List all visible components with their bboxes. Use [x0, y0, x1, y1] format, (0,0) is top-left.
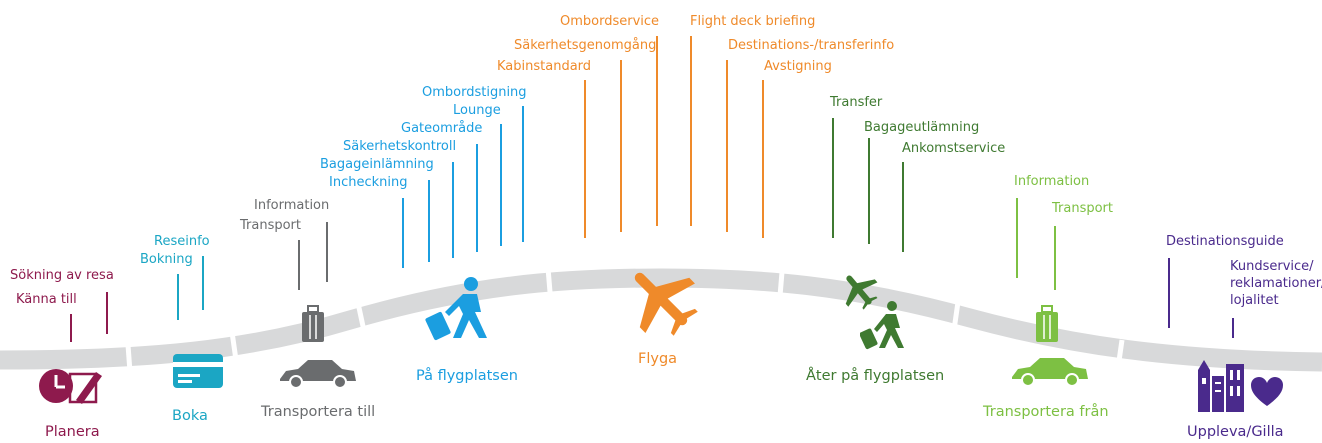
- label-reseinfo: Reseinfo: [154, 234, 210, 249]
- label-avstigning: Avstigning: [764, 59, 832, 74]
- connector-line: [726, 60, 728, 232]
- connector-line: [690, 36, 692, 226]
- label-sakerhetsgenomgang: Säkerhetsgenomgång: [514, 38, 657, 53]
- connector-line: [202, 256, 204, 310]
- traveler-with-suitcase-icon: [860, 301, 904, 350]
- connector-line: [298, 240, 300, 290]
- label-bokning: Bokning: [140, 252, 193, 267]
- label-ombordservice: Ombordservice: [560, 14, 660, 29]
- connector-line: [762, 80, 764, 238]
- connector-line: [656, 36, 658, 226]
- stage-title-uppleva-gilla: Uppleva/Gilla: [1187, 424, 1284, 440]
- label-ankomstservice: Ankomstservice: [902, 141, 1006, 156]
- city-buildings-icon: [1198, 360, 1244, 412]
- label-transfer: Transfer: [830, 95, 883, 110]
- connector-line: [1168, 258, 1170, 328]
- connector-line: [832, 118, 834, 238]
- label-transport: Transport: [1052, 201, 1114, 216]
- heart-icon: [1251, 377, 1283, 406]
- stage-title-ater-pa-flygplatsen: Åter på flygplatsen: [806, 368, 945, 384]
- clock-pen-icon: [39, 369, 102, 404]
- connector-line: [868, 138, 870, 244]
- label-bagageutlamning: Bagageutlämning: [864, 120, 980, 135]
- label-kanna-till: Känna till: [16, 292, 77, 307]
- connector-line: [402, 198, 404, 268]
- suitcase-icon: [1036, 305, 1058, 342]
- stage-title-pa-flygplatsen: På flygplatsen: [416, 368, 518, 384]
- label-kundservice: Kundservice/: [1230, 259, 1314, 274]
- car-icon: [280, 360, 356, 389]
- label-lojalitet: lojalitet: [1230, 293, 1279, 308]
- label-flight-deck-briefing: Flight deck briefing: [690, 14, 816, 29]
- connector-line: [584, 80, 586, 238]
- connector-line: [177, 274, 179, 320]
- connector-line: [476, 144, 478, 252]
- connector-line: [326, 222, 328, 282]
- connector-line: [902, 162, 904, 252]
- connector-line: [1054, 226, 1056, 290]
- label-sakerhetskontroll: Säkerhetskontroll: [343, 139, 457, 154]
- connector-line: [70, 314, 72, 342]
- airplane-icon: [634, 272, 698, 336]
- label-bagageinlamning: Bagageinlämning: [320, 157, 434, 172]
- stage-title-transportera-fran: Transportera från: [983, 404, 1109, 420]
- connector-line: [428, 180, 430, 262]
- label-destinationsguide: Destinationsguide: [1166, 234, 1284, 249]
- credit-card-icon: [173, 354, 223, 388]
- stage-title-transportera-till: Transportera till: [261, 404, 376, 420]
- traveler-with-suitcase-icon: [425, 277, 487, 341]
- stage-title-boka: Boka: [172, 408, 208, 424]
- label-destinations-transferinfo: Destinations-/transferinfo: [728, 38, 895, 53]
- label-reklamationer: reklamationer/: [1230, 276, 1322, 291]
- label-kabinstandard: Kabinstandard: [497, 59, 592, 74]
- connector-line: [500, 124, 502, 246]
- label-sokning-av-resa: Sökning av resa: [10, 268, 114, 283]
- suitcase-icon: [302, 305, 324, 342]
- label-transport: Transport: [240, 218, 302, 233]
- connector-line: [1232, 318, 1234, 338]
- airplane-landing-icon: [845, 275, 878, 310]
- label-lounge: Lounge: [453, 103, 501, 118]
- connector-line: [522, 106, 524, 242]
- car-icon: [1012, 358, 1088, 387]
- label-gateomrade: Gateområde: [401, 121, 483, 136]
- label-information: Information: [1014, 174, 1090, 189]
- stage-title-planera: Planera: [45, 424, 100, 440]
- stage-title-flyga: Flyga: [638, 351, 678, 367]
- connector-line: [1016, 198, 1018, 278]
- label-ombordstigning: Ombordstigning: [422, 85, 527, 100]
- connector-line: [106, 292, 108, 334]
- label-incheckning: Incheckning: [329, 175, 408, 190]
- connector-line: [620, 60, 622, 232]
- connector-line: [452, 162, 454, 258]
- label-information: Information: [254, 198, 330, 213]
